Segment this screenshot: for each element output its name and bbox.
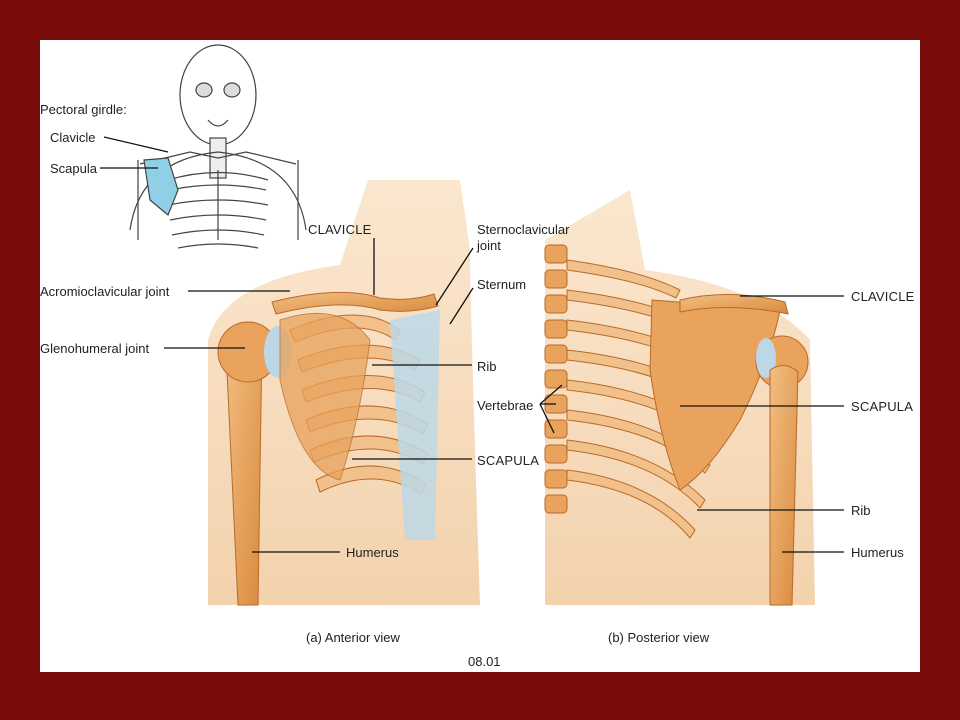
rib-anterior-label: Rib — [477, 359, 497, 374]
caption-posterior: (b) Posterior view — [608, 630, 710, 645]
clavicle-anterior-label: CLAVICLE — [308, 222, 372, 237]
rib-posterior-label: Rib — [851, 503, 871, 518]
pectoral-girdle-label: Pectoral girdle: — [40, 102, 127, 117]
scapula-anterior-label: SCAPULA — [477, 453, 540, 468]
anterior-view — [208, 180, 480, 606]
inset-scapula-label: Scapula — [50, 161, 97, 176]
humerus-anterior-label: Humerus — [346, 545, 399, 560]
figure-panel: Pectoral girdle: Clavicle Scapula CLAVIC… — [40, 40, 920, 672]
sternum-label: Sternum — [477, 277, 527, 292]
inset-clavicle-label: Clavicle — [50, 130, 96, 145]
posterior-view — [544, 190, 815, 606]
figure-number: 08.01 — [468, 654, 501, 669]
scapula-posterior-label: SCAPULA — [851, 399, 914, 414]
sternoclavicular-label-line2: joint — [477, 238, 501, 253]
clavicle-posterior-label: CLAVICLE — [851, 289, 915, 304]
inset-skeleton — [129, 44, 307, 249]
glenohumeral-label: Glenohumeral joint — [40, 341, 150, 356]
acromioclavicular-label: Acromioclavicular joint — [40, 284, 170, 299]
caption-anterior: (a) Anterior view — [306, 630, 400, 645]
shoulder-illustration — [100, 44, 844, 606]
humerus-posterior-label: Humerus — [851, 545, 904, 560]
vertebrae-label: Vertebrae — [477, 398, 534, 413]
leader-lines — [100, 136, 844, 553]
sternoclavicular-label-line1: Sternoclavicular — [477, 222, 570, 237]
